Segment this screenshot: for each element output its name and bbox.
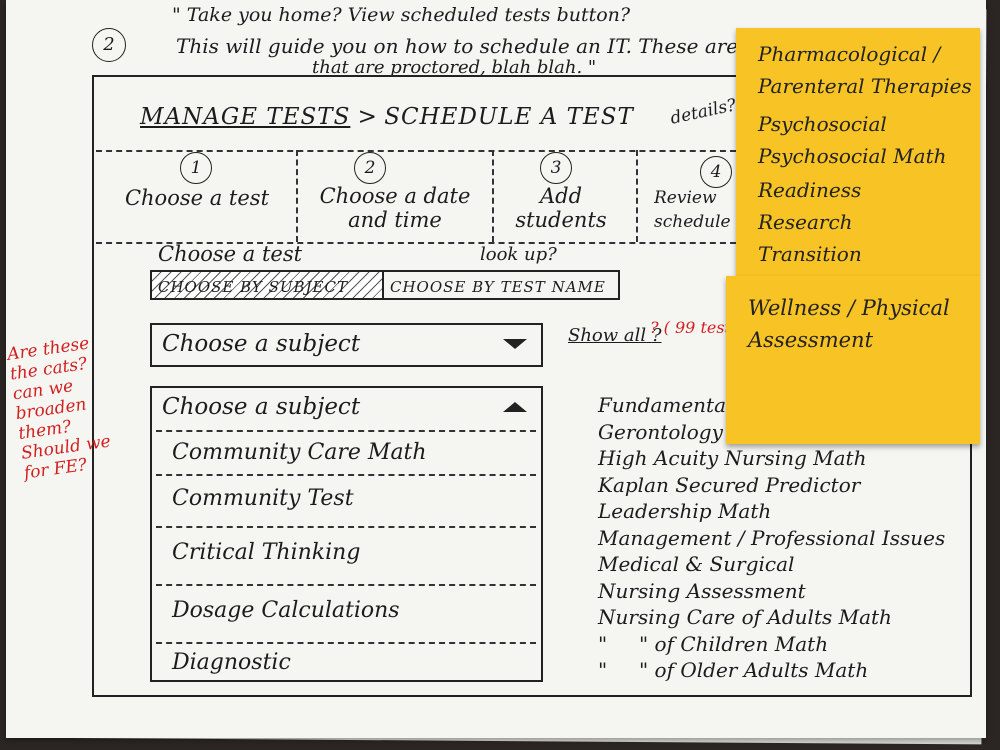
sticky-line: Pharmacological / xyxy=(758,42,941,66)
breadcrumb-separator: > xyxy=(357,104,377,130)
more-subject-item: Gerontology xyxy=(598,419,723,444)
subject-dropdown-open: Choose a subject Community Care Math Com… xyxy=(150,386,543,682)
more-subject-item: " " of Children Math xyxy=(598,631,829,656)
stepper-bottom-divider xyxy=(96,242,736,244)
choose-by-test-name-tab[interactable]: CHOOSE BY TEST NAME xyxy=(382,270,620,300)
more-subject-item: Fundamentals xyxy=(598,393,743,417)
sticky-line: Psychosocial Math xyxy=(758,144,947,168)
dropdown-divider xyxy=(156,430,536,432)
step-4-number: 4 xyxy=(700,156,732,188)
more-subjects-list: Fundamentals Gerontology High Acuity Nur… xyxy=(598,392,945,684)
show-all-question: ? xyxy=(651,325,662,346)
show-all-link[interactable]: Show all ? xyxy=(568,325,662,346)
show-all-red-note: ? ( 99 tests xyxy=(650,318,732,337)
dropdown-divider xyxy=(156,584,536,586)
more-subject-item: Nursing Care of Adults Math xyxy=(598,605,892,629)
lookup-note: look up? xyxy=(480,244,557,265)
sticky-note-bottom: Wellness / Physical Assessment xyxy=(726,276,980,444)
step-marker: 2 xyxy=(92,28,126,62)
more-subject-item: Leadership Math xyxy=(598,499,772,523)
subject-option[interactable]: Critical Thinking xyxy=(172,540,361,565)
sticky-line: Transition xyxy=(758,242,862,266)
stepper-divider-2 xyxy=(492,150,494,242)
subject-select-label: Choose a subject xyxy=(162,331,361,357)
more-subject-item: Kaplan Secured Predictor xyxy=(598,472,861,497)
sticky-line: Psychosocial xyxy=(758,112,887,136)
stepper-top-divider xyxy=(96,150,736,152)
step-2-label[interactable]: Choose a date and time xyxy=(319,184,471,232)
subject-dropdown-header[interactable]: Choose a subject xyxy=(162,394,361,420)
dropdown-divider xyxy=(156,642,536,644)
more-subject-item: Management / Professional Issues xyxy=(598,525,946,550)
step-3-number: 3 xyxy=(540,152,572,184)
subject-option[interactable]: Community Care Math xyxy=(172,440,427,465)
sticky-line: Assessment xyxy=(748,328,874,352)
chevron-up-icon[interactable] xyxy=(503,402,527,412)
breadcrumb-parent-link[interactable]: MANAGE TESTS xyxy=(140,104,351,130)
more-subject-item: High Acuity Nursing Math xyxy=(598,446,867,470)
step-4-label[interactable]: Review schedule xyxy=(654,188,731,232)
breadcrumb-current: SCHEDULE A TEST xyxy=(384,104,634,130)
step-2-number: 2 xyxy=(354,152,386,184)
sticky-note-top: Pharmacological / Parenteral Therapies P… xyxy=(736,28,980,276)
stepper-divider-1 xyxy=(296,150,298,242)
dropdown-divider xyxy=(156,474,536,476)
more-subject-item: Medical & Surgical xyxy=(598,552,795,576)
subject-select-collapsed[interactable]: Choose a subject xyxy=(150,323,543,367)
sticky-line: Parenteral Therapies xyxy=(758,74,972,98)
choose-test-title: Choose a test xyxy=(158,242,303,266)
breadcrumb: MANAGE TESTS > SCHEDULE A TEST xyxy=(140,104,634,130)
dropdown-divider xyxy=(156,526,536,528)
note-line-3: that are proctored, blah blah. " xyxy=(312,57,597,78)
show-all-label: Show all xyxy=(568,325,647,346)
note-line-2: This will guide you on how to schedule a… xyxy=(176,34,793,58)
sticky-line: Wellness / Physical xyxy=(748,296,950,320)
subject-option[interactable]: Community Test xyxy=(172,486,354,511)
subject-option[interactable]: Diagnostic xyxy=(172,650,291,675)
chevron-down-icon[interactable] xyxy=(503,339,527,349)
more-subject-item: Nursing Assessment xyxy=(598,578,806,603)
choose-by-subject-tab[interactable]: CHOOSE BY SUBJECT xyxy=(150,270,384,300)
step-1-label[interactable]: Choose a test xyxy=(124,186,270,210)
subject-option[interactable]: Dosage Calculations xyxy=(172,598,400,623)
stepper-divider-3 xyxy=(636,150,638,242)
sticky-line: Research xyxy=(758,210,853,234)
step-3-label[interactable]: Add students xyxy=(515,184,607,232)
step-1-number: 1 xyxy=(180,152,212,184)
sticky-line: Readiness xyxy=(758,178,862,202)
note-line-1: " Take you home? View scheduled tests bu… xyxy=(172,4,631,26)
more-subject-item: " " of Older Adults Math xyxy=(598,658,869,682)
